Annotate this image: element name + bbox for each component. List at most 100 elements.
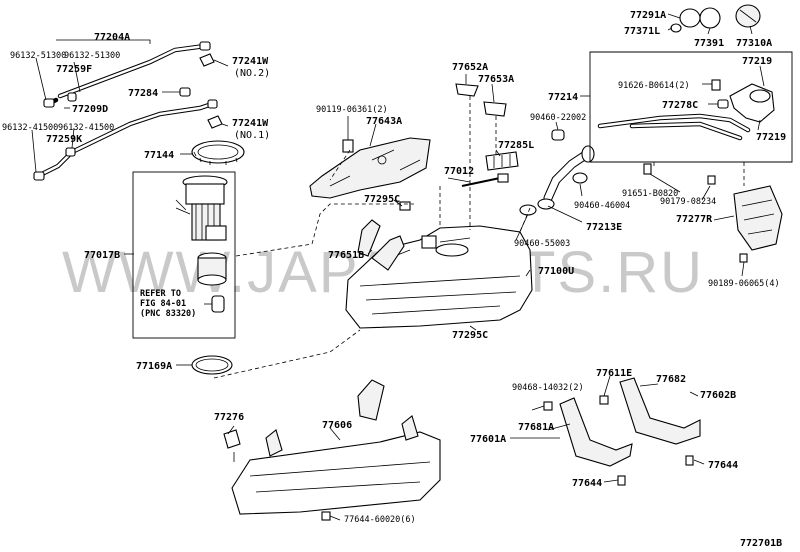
label-77644-b: 77644 [708, 460, 738, 471]
diagram-code: 772701B [740, 538, 782, 549]
refer-note-line3: (PNC 83320) [140, 309, 196, 319]
label-90179-08234: 90179-08234 [660, 197, 716, 207]
label-77214: 77214 [548, 92, 578, 103]
fuel-tube-assembly-77204A [43, 41, 211, 108]
label-77606: 77606 [322, 420, 352, 431]
label-77012: 77012 [444, 166, 474, 177]
label-no1: (NO.1) [234, 130, 270, 141]
sensor-rod-77012 [461, 173, 509, 187]
clamp-77284 [179, 87, 191, 97]
label-77391: 77391 [694, 38, 724, 49]
label-77241W-no2: 77241W [232, 56, 269, 67]
clamp-90460-46004 [572, 172, 588, 184]
clip-77241W-no2 [199, 53, 215, 67]
label-91651-B0820: 91651-B0820 [622, 189, 678, 199]
label-77278C: 77278C [662, 100, 698, 111]
screw-90179-08234 [707, 175, 716, 185]
shield-77277R [733, 185, 783, 263]
bracket-77653A [483, 101, 507, 117]
label-77681A: 77681A [518, 422, 554, 433]
bolt-77644-b [685, 455, 694, 466]
label-91626-B0614: 91626-B0614(2) [618, 81, 690, 91]
label-96132-41500-b: 96132-41500 [58, 123, 114, 133]
label-96132-51300-a: 96132-51300 [10, 51, 66, 61]
label-77602B: 77602B [700, 390, 736, 401]
bracket-77652A [455, 83, 479, 97]
fuel-tank-77100U [345, 225, 533, 329]
label-77285L: 77285L [498, 140, 534, 151]
band-77651B [357, 219, 381, 257]
strap-77601A [559, 397, 633, 467]
label-77259K: 77259K [46, 134, 82, 145]
label-no2: (NO.2) [234, 68, 270, 79]
label-77644-60020: 77644-60020(6) [344, 515, 416, 525]
label-77295C-a: 77295C [364, 194, 400, 205]
label-77219-b: 77219 [756, 132, 786, 143]
strap-77602B [619, 377, 701, 445]
leader-lines [31, 13, 765, 521]
clip-77295C [399, 201, 411, 211]
filler-pipe-77214 [597, 83, 775, 141]
label-77219-a: 77219 [742, 56, 772, 67]
clamp-77285L [485, 151, 519, 171]
strap-77371L [670, 23, 682, 33]
label-77213E: 77213E [586, 222, 622, 233]
label-77653A: 77653A [478, 74, 514, 85]
refer-note-line2: FIG 84-01 [140, 299, 186, 309]
hose-90460-22002 [551, 129, 565, 141]
label-90119-06361: 90119-06361(2) [316, 105, 388, 115]
grommet-77278C [717, 99, 729, 109]
label-77204A: 77204A [94, 32, 130, 43]
label-77652A: 77652A [452, 62, 488, 73]
filler-hose-77213E [537, 145, 595, 210]
gasket-77391 [699, 7, 721, 29]
fuel-sender-gauge [204, 295, 225, 313]
label-90460-55003: 90460-55003 [514, 239, 570, 249]
label-96132-41500-a: 96132-41500 [2, 123, 58, 133]
label-77276: 77276 [214, 412, 244, 423]
label-77643A: 77643A [366, 116, 402, 127]
label-77284: 77284 [128, 88, 158, 99]
bolt-77644-a [617, 475, 626, 486]
label-77682: 77682 [656, 374, 686, 385]
label-77601A: 77601A [470, 434, 506, 445]
label-77651B: 77651B [328, 250, 364, 261]
label-77611E: 77611E [596, 368, 632, 379]
label-77017B: 77017B [84, 250, 120, 261]
reference-dashed-lines [213, 96, 745, 379]
label-77295C-b: 77295C [452, 330, 488, 341]
protector-77606 [231, 379, 441, 521]
bolt-91651-B0820 [643, 163, 652, 175]
label-90460-22002: 90460-22002 [530, 113, 586, 123]
bracket-77276 [223, 429, 241, 462]
part-labels: 77204A 96132-51300 96132-51300 77259F 77… [2, 10, 786, 549]
label-77259F: 77259F [56, 64, 92, 75]
label-77277R: 77277R [676, 214, 713, 225]
fuel-tube-assembly-77209D [33, 99, 218, 181]
label-77209D: 77209D [72, 104, 108, 115]
label-90468-14032: 90468-14032(2) [512, 383, 584, 393]
filler-subassembly-box [589, 51, 793, 163]
bolt-90468-14032 [543, 401, 553, 411]
label-77644-a: 77644 [572, 478, 602, 489]
label-77241W-no1: 77241W [232, 118, 269, 129]
clamp-90460-55003 [519, 204, 537, 216]
gasket-ring-77169A [191, 355, 233, 375]
label-77291A: 77291A [630, 10, 666, 21]
fuel-pump-box [132, 171, 236, 339]
filler-cap-assembly [670, 4, 761, 33]
label-77144: 77144 [144, 150, 174, 161]
label-77100U: 77100U [538, 266, 574, 277]
label-77169A: 77169A [136, 361, 172, 372]
cap-77291A [679, 8, 701, 28]
clip-77241W-no1 [207, 115, 223, 129]
label-77310A: 77310A [736, 38, 772, 49]
pad-77611E [599, 395, 609, 405]
label-96132-51300-b: 96132-51300 [64, 51, 120, 61]
label-77371L: 77371L [624, 26, 660, 37]
protector-plate-77643A [309, 137, 431, 199]
fuel-filter [197, 252, 227, 286]
label-90189-06065: 90189-06065(4) [708, 279, 780, 289]
fuel-pump-assembly [175, 175, 228, 241]
